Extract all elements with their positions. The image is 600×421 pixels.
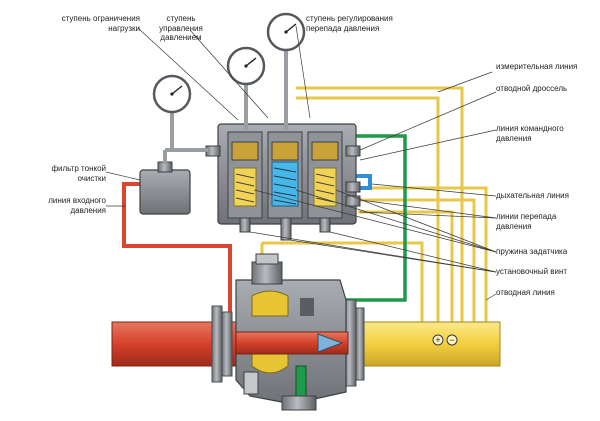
inlet-pressure-line bbox=[122, 182, 232, 330]
label-pressure-control-stage: ступень управления давлением bbox=[159, 14, 203, 42]
pressure-gauge bbox=[152, 74, 192, 152]
label-setpoint-spring: пружина задатчика bbox=[496, 247, 568, 256]
label-adjusting-screw: установочный винт bbox=[496, 267, 568, 276]
pressure-gauge bbox=[226, 46, 266, 130]
label-outlet-throttle: отводной дроссель bbox=[496, 84, 568, 93]
measuring-point-minus: − bbox=[446, 334, 458, 346]
label-command-pressure-line: линия командного давления bbox=[496, 124, 564, 143]
regulator-body bbox=[235, 253, 349, 411]
leader-lines bbox=[105, 25, 497, 301]
label-load-limit-stage: ступень ограничения нагрузки bbox=[61, 14, 140, 33]
label-inlet-pressure-line: линия входного давления bbox=[48, 196, 106, 215]
pressure-gauge bbox=[266, 12, 306, 130]
label-measuring-line: измерительная линия bbox=[496, 62, 578, 71]
breathing-line bbox=[356, 174, 372, 190]
plus-symbol: + bbox=[435, 335, 440, 345]
label-breathing-line: дыхательная линия bbox=[496, 191, 569, 200]
pilot-manifold bbox=[205, 123, 361, 241]
label-diff-pressure-stage: ступень регулирования перепада давления bbox=[306, 14, 393, 33]
fine-filter bbox=[139, 148, 208, 215]
label-fine-filter: фильтр тонкой очистки bbox=[51, 164, 106, 183]
measuring-point-plus: + bbox=[432, 334, 444, 346]
label-diff-pressure-lines: линии перепада давления bbox=[496, 212, 557, 231]
minus-symbol: − bbox=[449, 335, 454, 345]
label-outlet-line: отводная линия bbox=[496, 288, 555, 297]
